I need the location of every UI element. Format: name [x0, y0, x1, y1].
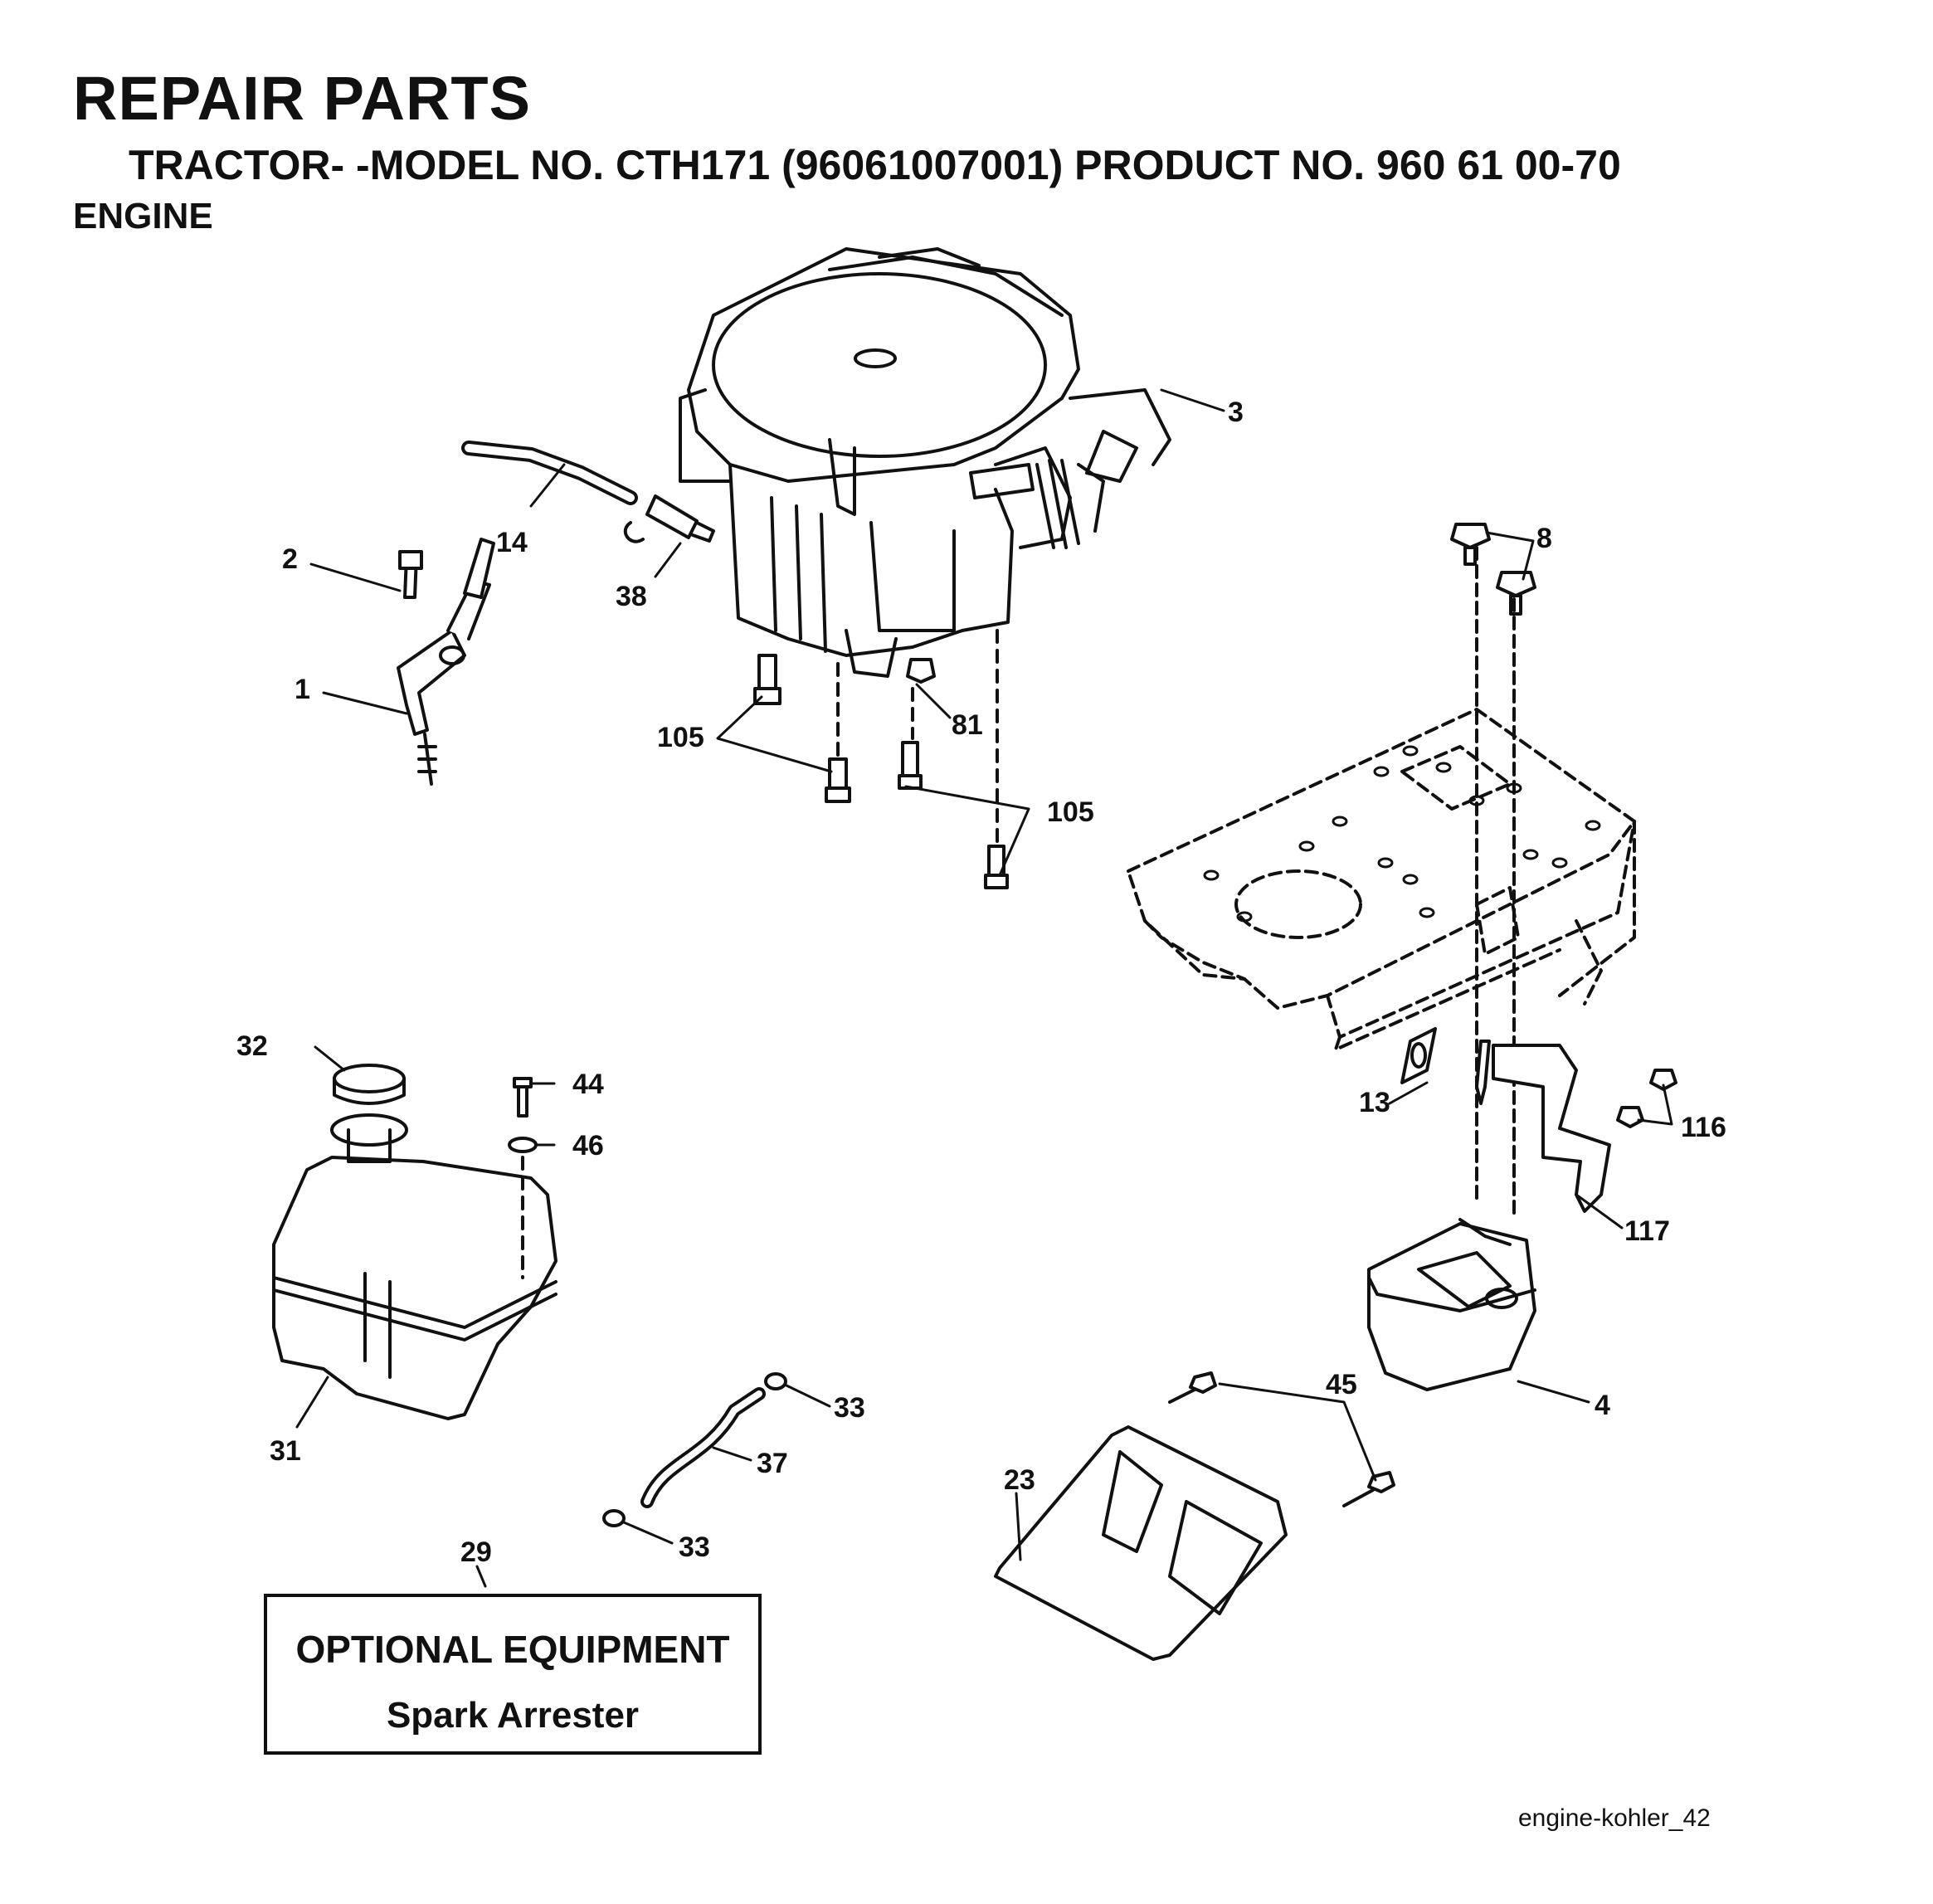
callout-gasket: 13: [1359, 1087, 1390, 1118]
frame-drawing: [1127, 546, 1636, 1221]
heat-shield-drawing: [994, 1371, 1395, 1661]
callout-tank-screw: 44: [572, 1069, 604, 1100]
callout-muffler: 4: [1595, 1390, 1610, 1421]
optional-equipment-box: OPTIONAL EQUIPMENT Spark Arrester: [264, 1594, 762, 1755]
leader-lines: [295, 388, 1673, 1588]
engine-drawing: [679, 247, 1171, 678]
optional-equipment-item: Spark Arrester: [386, 1695, 640, 1736]
page-title: REPAIR PARTS: [73, 64, 531, 133]
callout-frame-bolts: 8: [1536, 523, 1552, 554]
frame-holes: [1203, 745, 1601, 923]
bracket-drawing: [397, 538, 495, 786]
callout-clamp-top: 33: [834, 1392, 865, 1424]
callout-exhaust-pipe: 117: [1624, 1215, 1670, 1247]
callout-hose: 37: [757, 1448, 788, 1479]
callout-cap: 32: [236, 1030, 268, 1062]
model-subtitle: TRACTOR- -MODEL NO. CTH171 (96061007001)…: [129, 142, 1621, 188]
callout-fuel-filter: 38: [616, 581, 647, 612]
callout-bolts-right: 105: [1047, 796, 1094, 828]
fuel-tank-drawing: [272, 1064, 558, 1420]
optional-equipment-heading: OPTIONAL EQUIPMENT: [295, 1628, 730, 1671]
callout-fuel-line: 14: [496, 527, 528, 558]
callout-screw: 2: [282, 543, 298, 575]
exhaust-drawing: [1400, 1027, 1677, 1213]
frame-bolts-drawing: [1450, 523, 1536, 616]
callout-exhaust-nuts: 116: [1681, 1112, 1726, 1143]
fuel-hose-drawing: [602, 1372, 787, 1527]
fuel-line-drawing: [461, 441, 715, 543]
callout-bracket: 1: [295, 674, 310, 705]
callout-heat-shield: 23: [1004, 1464, 1035, 1496]
callout-engine: 3: [1228, 397, 1244, 428]
callout-clamp-bottom: 33: [679, 1531, 710, 1563]
callout-optional: 29: [460, 1536, 492, 1568]
engine-bolts-drawing: [753, 629, 1009, 889]
callout-nut: 81: [952, 709, 983, 741]
callout-washer: 46: [572, 1130, 604, 1161]
figure-id: engine-kohler_42: [1518, 1804, 1711, 1832]
muffler-drawing: [1367, 1218, 1536, 1391]
callout-bolts-left: 105: [657, 722, 704, 753]
callout-fuel-tank: 31: [270, 1435, 301, 1467]
section-title: ENGINE: [73, 196, 213, 236]
callout-shield-bolts: 45: [1326, 1369, 1357, 1400]
